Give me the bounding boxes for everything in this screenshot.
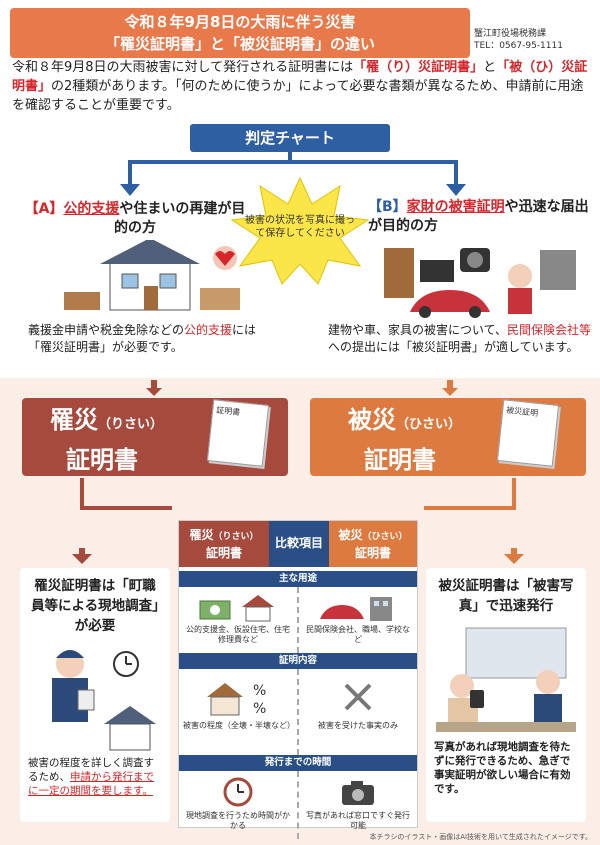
option-a-keyword: 公的支援 [63, 201, 120, 217]
money-house-icon [199, 595, 274, 622]
footnote: 本チラシのイラスト・画像はAI技術を用いて生成されたイメージです。 [369, 833, 592, 841]
option-a-description: 義援金申請や税金免除などの公的支援には「罹災証明書」が必要です。 [28, 322, 278, 356]
row-usage: 公的支援金、仮設住宅、住宅修理費など 民間保険会社、職場、学校など [179, 587, 417, 653]
svg-text:%: % [253, 683, 266, 699]
risai-card-title: 罹災証明書は「町職員等による現地調査」が必要 [31, 578, 159, 634]
counter-illustration [436, 627, 576, 732]
document-icon: 証明書 [206, 399, 270, 467]
option-b-heading: 【B】家財の被害証明や迅速な届出が目的の方 [368, 198, 596, 236]
intro-p2: と [483, 60, 497, 75]
cross-icon [344, 683, 372, 711]
connector [512, 478, 516, 508]
option-a-desc1: 義援金申請や税金免除などの [28, 323, 185, 337]
hisai-main: 被災 [348, 406, 396, 434]
connector [288, 152, 292, 162]
property-damage-illustration [384, 248, 576, 318]
content-hisai: 被害を受けた事実のみ [318, 721, 398, 730]
hisai-doc-label: 被災証明 [505, 405, 539, 418]
intro-text: 令和８年9月8日の大雨被害に対して発行される証明書には「罹（り）災証明書」と「被… [12, 58, 592, 115]
burst-text: 被害の状況を写真に撮って保存してください [245, 215, 355, 239]
time-risai: 現地調査を行うため時間がかかる [186, 811, 290, 830]
connector [454, 160, 458, 188]
option-b-description: 建物や車、家具の被害について、民間保険会社等への提出には「被災証明書」が適してい… [328, 322, 598, 356]
header-item: 比較項目 [269, 521, 329, 567]
connector [424, 506, 516, 510]
row-time: 現地調査を行うため時間がかかる 写真があれば窓口ですぐ発行可能 [179, 771, 417, 839]
connector [80, 506, 172, 510]
arrow-down-icon [120, 184, 140, 196]
arrow-down-icon [442, 380, 458, 396]
car-building-icon [320, 597, 392, 621]
risai-doc-label: 証明書 [215, 405, 241, 418]
header-hisai: 被災（ひさい）証明書 [329, 521, 417, 567]
option-b-desc-red: 民間保険会社等 [507, 323, 592, 337]
risai-sub: 証明書 [66, 446, 138, 474]
hisai-sub: 証明書 [364, 446, 436, 474]
intro-p1: 令和８年9月8日の大雨被害に対して発行される証明書には [12, 60, 354, 75]
hisai-card-text: 写真があれば現地調査を待たずに発行できるため、急ぎで事実証明が欲しい場合に有効で… [434, 741, 571, 795]
risai-card-text-red: 申請から発行までに一定の期間を要します。 [28, 771, 154, 797]
option-a-desc-red: 公的支援 [184, 323, 233, 337]
content-risai: 被害の程度（全壊・半壊など） [183, 721, 295, 730]
svg-text:%: % [253, 701, 266, 717]
intro-ri: 「罹（り）災証明書」 [353, 60, 484, 75]
intro-hi: 「被（ひ）災証明書」 [12, 60, 588, 94]
risai-card-text: 被害の程度を詳しく調査するため、 [28, 757, 154, 783]
title-banner: 令和８年9月8日の大雨に伴う災害 「罹災証明書」と「被災証明書」の違い [10, 8, 470, 58]
hisai-card-title: 被災証明書は「被害写真」で迅速発行 [438, 578, 574, 614]
time-hisai: 写真があれば窓口ですぐ発行可能 [306, 811, 410, 830]
option-b-rest: や迅速な届出が目的の方 [368, 199, 589, 234]
damage-percent-icon: %% [207, 683, 266, 717]
comparison-header: 罹災（りさい）証明書 比較項目 被災（ひさい）証明書 [179, 521, 417, 567]
connector [80, 478, 84, 508]
hisai-detail-card: 被災証明書は「被害写真」で迅速発行 写真があれば現地調査を待たずに発行できるため… [426, 568, 586, 822]
arrow-down-icon [504, 548, 524, 564]
starburst-icon [230, 176, 370, 285]
option-b-prefix: 【B】 [368, 199, 407, 215]
clock-icon [223, 777, 253, 807]
hisai-reading: （ひさい） [396, 417, 462, 432]
document-icon: 被災証明 [496, 399, 560, 467]
intro-p3: の2種類があります。「何のために使うか」によって必要な書類が異なるため、申請前に… [12, 79, 584, 113]
arrow-down-icon [72, 548, 92, 564]
connector [128, 160, 458, 164]
usage-hisai: 民間保険会社、職場、学校など [306, 625, 410, 644]
inspector-illustration [52, 650, 156, 751]
risai-reading: （りさい） [98, 417, 164, 432]
option-a-prefix: 【A】 [24, 201, 64, 217]
house-damage-illustration [64, 240, 240, 311]
option-a-heading: 【A】公的支援や住まいの再建が目的の方 [20, 200, 250, 238]
comparison-table: 罹災（りさい）証明書 比較項目 被災（ひさい）証明書 主な用途 公的支援金、仮設… [178, 520, 418, 839]
chart-title: 判定チャート [190, 124, 390, 152]
camera-icon [342, 781, 374, 805]
row-content-label: 証明内容 [179, 653, 417, 669]
option-b-desc2: への提出には「被災証明書」が適しています。 [328, 340, 579, 354]
row-usage-label: 主な用途 [179, 571, 417, 587]
arrow-down-icon [446, 184, 466, 196]
arrow-down-icon [146, 380, 162, 396]
title-line1: 令和８年9月8日の大雨に伴う災害 [124, 13, 356, 31]
option-b-desc1: 建物や車、家具の被害について、 [328, 323, 508, 337]
usage-risai: 公的支援金、仮設住宅、住宅修理費など [186, 625, 290, 644]
office-name: 蟹江町役場税務課 [474, 29, 547, 39]
row-time-label: 発行までの時間 [179, 755, 417, 771]
header-risai: 罹災（りさい）証明書 [179, 521, 269, 567]
option-a-rest: や住まいの再建が目的の方 [114, 201, 246, 236]
title-line2: 「罹災証明書」と「被災証明書」の違い [104, 35, 375, 53]
office-tel: TEL：0567-95-1111 [474, 41, 563, 51]
option-a-desc2: には「罹災証明書」が必要です。 [28, 323, 257, 354]
row-content: %% 被害の程度（全壊・半壊など） 被害を受けた事実のみ [179, 669, 417, 755]
risai-main: 罹災 [50, 406, 98, 434]
connector [128, 160, 132, 188]
risai-detail-card: 罹災証明書は「町職員等による現地調査」が必要 被害の程度を詳しく調査するため、申… [20, 568, 170, 822]
office-info: 蟹江町役場税務課 TEL：0567-95-1111 [474, 28, 563, 52]
option-b-keyword: 家財の被害証明 [406, 199, 505, 215]
